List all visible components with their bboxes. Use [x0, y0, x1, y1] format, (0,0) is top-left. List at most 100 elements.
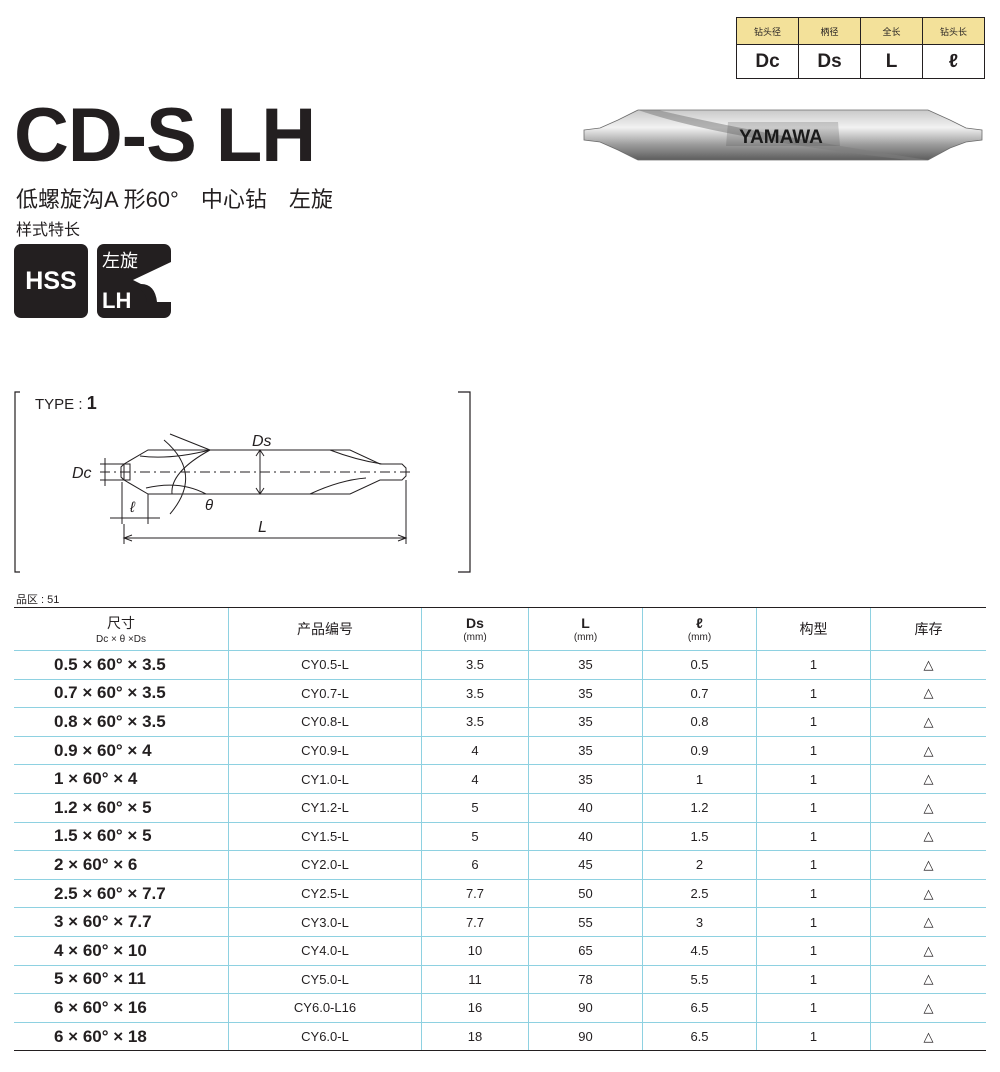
cell-ell: 5.5: [642, 965, 757, 995]
cell-code: CY0.7-L: [228, 679, 422, 709]
header-ds: Ds (mm): [421, 607, 529, 651]
cell-size: 5 × 60° × 11: [14, 965, 229, 995]
header-type: 构型: [756, 607, 871, 651]
cell-size: 2 × 60° × 6: [14, 850, 229, 880]
cell-stock: △: [870, 707, 986, 737]
header-code: 产品编号: [228, 607, 422, 651]
cell-ell: 3: [642, 907, 757, 937]
header-ell-label: ℓ: [696, 615, 703, 631]
cell-code: CY0.9-L: [228, 736, 422, 766]
cell-ell: 1.5: [642, 822, 757, 852]
style-note: 样式特长: [16, 222, 81, 239]
legend-header-dc: 钻头径: [736, 17, 799, 45]
cell-stock: △: [870, 936, 986, 966]
legend-header-ds: 柄径: [798, 17, 861, 45]
product-subtitle: 低螺旋沟A 形60° 中心钻 左旋: [16, 187, 333, 212]
cell-l: 35: [528, 707, 643, 737]
header-size: 尺寸 Dc × θ ×Ds: [14, 607, 229, 651]
header-ds-unit: (mm): [463, 632, 487, 643]
cell-size: 0.9 × 60° × 4: [14, 736, 229, 766]
cell-code: CY3.0-L: [228, 907, 422, 937]
cell-ell: 2.5: [642, 879, 757, 909]
cell-size: 0.8 × 60° × 3.5: [14, 707, 229, 737]
legend-header-l: 全长: [860, 17, 923, 45]
legend-symbol-ds: Ds: [798, 44, 861, 79]
cell-size: 1 × 60° × 4: [14, 764, 229, 794]
cell-ds: 4: [421, 764, 529, 794]
cell-size: 3 × 60° × 7.7: [14, 907, 229, 937]
cell-size: 0.5 × 60° × 3.5: [14, 650, 229, 680]
cell-ds: 4: [421, 736, 529, 766]
type-label-text: TYPE :: [35, 396, 83, 413]
cell-stock: △: [870, 907, 986, 937]
header-l-label: L: [581, 615, 590, 631]
cell-ds: 3.5: [421, 679, 529, 709]
cell-l: 35: [528, 764, 643, 794]
cell-l: 35: [528, 650, 643, 680]
cell-ds: 7.7: [421, 879, 529, 909]
cell-l: 35: [528, 736, 643, 766]
cell-l: 40: [528, 822, 643, 852]
cell-l: 45: [528, 850, 643, 880]
header-ds-label: Ds: [466, 615, 484, 631]
cell-size: 4 × 60° × 10: [14, 936, 229, 966]
cell-type: 1: [756, 1022, 871, 1052]
cell-type: 1: [756, 707, 871, 737]
cell-code: CY4.0-L: [228, 936, 422, 966]
diagram-label-ell: ℓ: [129, 499, 136, 516]
cell-size: 1.2 × 60° × 5: [14, 793, 229, 823]
cell-stock: △: [870, 650, 986, 680]
product-table: 尺寸 Dc × θ ×Ds 产品编号 Ds (mm) L (mm) ℓ (mm)…: [14, 607, 986, 1052]
cell-size: 1.5 × 60° × 5: [14, 822, 229, 852]
cell-ds: 11: [421, 965, 529, 995]
cell-stock: △: [870, 879, 986, 909]
cell-ds: 5: [421, 822, 529, 852]
cell-code: CY1.0-L: [228, 764, 422, 794]
cell-type: 1: [756, 764, 871, 794]
cell-ds: 10: [421, 936, 529, 966]
cell-type: 1: [756, 879, 871, 909]
cell-ds: 5: [421, 793, 529, 823]
cell-stock: △: [870, 679, 986, 709]
cell-stock: △: [870, 993, 986, 1023]
cell-stock: △: [870, 1022, 986, 1052]
diagram-label-l: L: [258, 519, 267, 536]
cell-type: 1: [756, 679, 871, 709]
cell-ell: 1: [642, 764, 757, 794]
cell-code: CY2.5-L: [228, 879, 422, 909]
cell-type: 1: [756, 965, 871, 995]
cell-ell: 1.2: [642, 793, 757, 823]
drill-brand-text: YAMAWA: [739, 127, 823, 148]
drill-diagram: Ds Dc ℓ θ L: [72, 433, 410, 544]
cell-size: 2.5 × 60° × 7.7: [14, 879, 229, 909]
left-hand-badge: 左旋 LH: [97, 244, 171, 318]
cell-code: CY0.5-L: [228, 650, 422, 680]
cell-code: CY1.2-L: [228, 793, 422, 823]
cell-type: 1: [756, 936, 871, 966]
cell-size: 6 × 60° × 18: [14, 1022, 229, 1052]
cell-ell: 2: [642, 850, 757, 880]
cell-ds: 3.5: [421, 650, 529, 680]
cell-l: 65: [528, 936, 643, 966]
cell-l: 78: [528, 965, 643, 995]
header-size-sub: Dc × θ ×Ds: [95, 634, 147, 645]
cell-type: 1: [756, 907, 871, 937]
cell-ds: 3.5: [421, 707, 529, 737]
header-ell-unit: (mm): [687, 632, 712, 643]
cell-type: 1: [756, 793, 871, 823]
cell-code: CY0.8-L: [228, 707, 422, 737]
diagram-frame: [14, 391, 471, 573]
legend-header-ell: 钻头长: [922, 17, 985, 45]
cell-type: 1: [756, 822, 871, 852]
cell-ds: 7.7: [421, 907, 529, 937]
legend-symbol-dc: Dc: [736, 44, 799, 79]
product-code: CD-S LH: [14, 93, 316, 178]
